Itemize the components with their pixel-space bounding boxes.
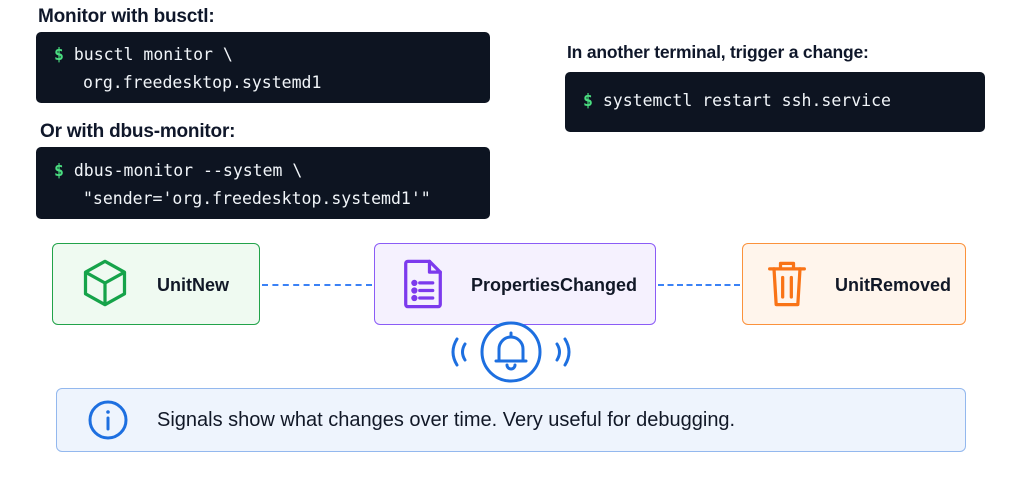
info-icon bbox=[88, 400, 128, 440]
connector-line bbox=[658, 284, 740, 286]
signal-propertieschanged: PropertiesChanged bbox=[374, 243, 656, 325]
dbus-monitor-heading: Or with dbus-monitor: bbox=[40, 121, 236, 142]
dbus-monitor-terminal: $ dbus-monitor --system \ "sender='org.f… bbox=[36, 147, 490, 219]
prompt-symbol: $ bbox=[583, 91, 593, 110]
busctl-heading: Monitor with busctl: bbox=[38, 6, 215, 27]
trash-icon bbox=[768, 261, 806, 307]
cube-icon bbox=[83, 259, 127, 307]
prompt-symbol: $ bbox=[54, 45, 64, 64]
trigger-heading: In another terminal, trigger a change: bbox=[567, 42, 869, 62]
busctl-terminal: $ busctl monitor \ org.freedesktop.syste… bbox=[36, 32, 490, 103]
command-text: org.freedesktop.systemd1 bbox=[83, 73, 322, 92]
bell-icon bbox=[451, 321, 571, 383]
command-text: busctl monitor \ bbox=[73, 45, 233, 64]
connector-line bbox=[262, 284, 372, 286]
command-text: dbus-monitor --system \ bbox=[73, 161, 303, 180]
info-banner: Signals show what changes over time. Ver… bbox=[56, 388, 966, 452]
signal-label: PropertiesChanged bbox=[471, 275, 638, 295]
command-text: systemctl restart ssh.service bbox=[602, 91, 891, 110]
prompt-symbol: $ bbox=[54, 161, 64, 180]
signal-unitnew: UnitNew bbox=[52, 243, 260, 325]
trigger-terminal: $ systemctl restart ssh.service bbox=[565, 72, 985, 132]
signal-label: UnitRemoved bbox=[835, 275, 952, 295]
command-text: "sender='org.freedesktop.systemd1'" bbox=[83, 189, 431, 208]
signal-unitremoved: UnitRemoved bbox=[742, 243, 966, 325]
document-list-icon bbox=[404, 259, 442, 309]
info-text: Signals show what changes over time. Ver… bbox=[157, 409, 736, 431]
signal-label: UnitNew bbox=[157, 275, 229, 295]
